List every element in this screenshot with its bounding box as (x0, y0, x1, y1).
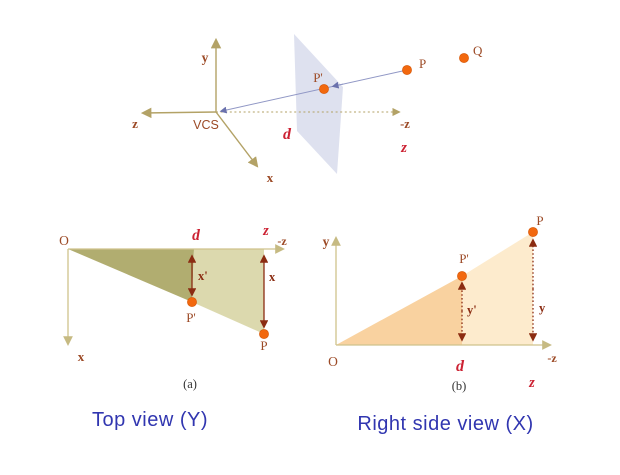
origin-label: O (328, 354, 338, 369)
x-prime-measure-label: x' (198, 269, 208, 283)
p-label: P (260, 338, 267, 353)
plane-distance-label: d (456, 358, 465, 375)
subfigure-caption-b: (b) (452, 379, 467, 393)
depth-label: z (528, 375, 535, 391)
point-p (528, 227, 538, 237)
x-axis (215, 111, 259, 168)
x-measure-label: x (269, 270, 276, 284)
origin-label: O (59, 233, 69, 248)
vcs-origin-label: VCS (193, 118, 219, 132)
q-label: Q (473, 43, 483, 58)
y-axis-label: y (323, 234, 330, 249)
z-axis-label: z (132, 116, 138, 131)
projection-plane (294, 34, 343, 174)
similar-triangle-near (68, 249, 194, 302)
x-axis-label: x (78, 349, 85, 364)
perspective-3d-figure: y z VCS x -z P' P Q d z (132, 34, 483, 185)
z-axis (140, 107, 217, 119)
point-p (259, 329, 269, 339)
top-view-title: Top view (Y) (91, 409, 209, 431)
depth-label: z (400, 140, 407, 156)
similar-triangle-far (462, 232, 533, 345)
similar-triangle-far (192, 249, 264, 334)
projection-ray-mid-arrow (331, 81, 344, 89)
point-p-prime (187, 297, 197, 307)
plane-distance-label: d (283, 126, 292, 143)
p-prime-label: P' (313, 70, 323, 85)
y-axis-label: y (202, 50, 209, 65)
x-axis-label: x (267, 170, 274, 185)
neg-z-axis-label: -z (547, 351, 557, 365)
p-prime-label: P' (459, 251, 469, 266)
y-measure-label: y (539, 301, 546, 315)
projection-ray (219, 69, 408, 114)
p-label: P (419, 56, 426, 71)
p-label: P (536, 213, 543, 228)
point-p-prime (319, 84, 329, 94)
subfigure-caption-a: (a) (183, 377, 197, 391)
similar-triangle-near (336, 276, 462, 345)
p-prime-label: P' (186, 310, 196, 325)
neg-z-axis-label: -z (400, 117, 410, 131)
top-view-figure: O -z d z x' x P' P x (a) (59, 223, 287, 391)
neg-z-axis-label: -z (277, 234, 287, 248)
plane-distance-label: d (192, 227, 200, 244)
point-p (402, 65, 412, 75)
point-q (459, 53, 469, 63)
depth-label: z (262, 223, 269, 239)
side-view-title: Right side view (X) (357, 413, 534, 435)
y-prime-measure-label: y' (467, 303, 477, 317)
side-view-figure: y O -z d z y' y P' P (b) (323, 213, 558, 393)
point-p-prime (457, 271, 467, 281)
